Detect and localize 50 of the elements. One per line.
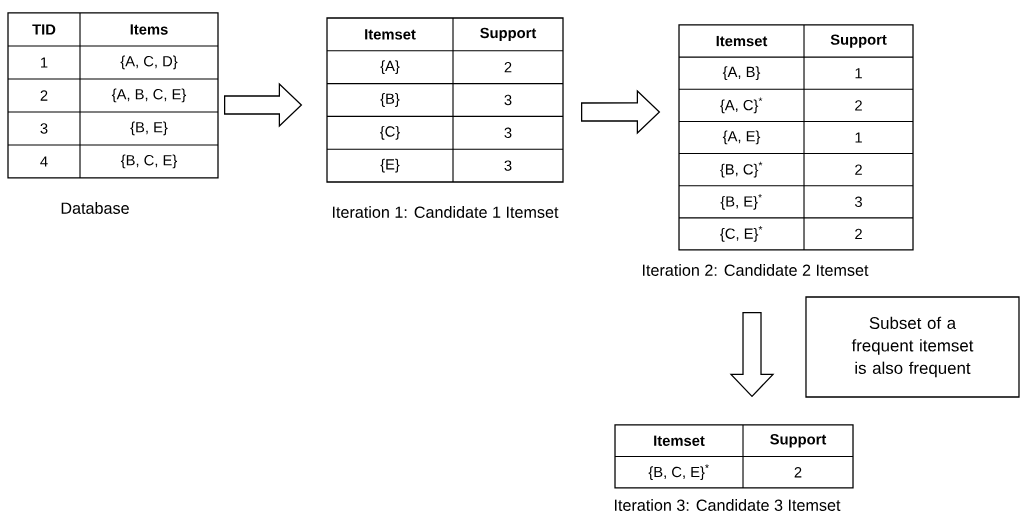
node-label: Iteration 2: Candidate 2 Itemset xyxy=(642,264,869,276)
table-cell: {B} xyxy=(380,93,400,107)
table-cell: 2 xyxy=(794,467,802,478)
node-label: Iteration 3: Candidate 3 Itemset xyxy=(614,499,841,511)
table-cell: {A, E} xyxy=(722,130,761,145)
table-cell: {B, C, E}$^{*}$ xyxy=(648,464,709,481)
table-cell: 3 xyxy=(504,160,512,171)
table-cell: {C, E}$^{*}$ xyxy=(720,226,763,242)
table-cell: {A, C}$^{*}$ xyxy=(720,97,763,114)
table-cell: 1 xyxy=(855,132,862,143)
table-cell: {E} xyxy=(380,158,400,173)
table-cell: 2 xyxy=(855,164,862,175)
table-cell: 3 xyxy=(504,94,512,106)
table-cell: {B, E} xyxy=(130,121,168,136)
table-cell: {A, C, D} xyxy=(120,55,178,70)
table-cell: TID xyxy=(32,24,56,35)
table-cell: 2 xyxy=(855,228,862,240)
table-cell: {A, B, C, E} xyxy=(111,88,187,103)
table-cell: 3 xyxy=(40,123,48,134)
table xyxy=(7,12,219,179)
table-cell: Support xyxy=(830,34,887,48)
block-arrow xyxy=(581,89,661,135)
table-cell: 2 xyxy=(40,90,48,101)
table-cell: Itemset xyxy=(654,435,705,446)
table-cell: 2 xyxy=(855,100,862,111)
table-cell: Itemset xyxy=(365,29,416,40)
table-cell: 1 xyxy=(855,68,862,79)
table-cell: Items xyxy=(130,24,168,35)
table-cell: {B, E}$^{*}$ xyxy=(720,193,762,210)
table-cell: Support xyxy=(480,27,537,42)
table-cell: 4 xyxy=(40,156,48,167)
table xyxy=(326,17,564,183)
table-cell: {A, B} xyxy=(722,66,761,81)
note-box: Subset of a frequent itemset is also frequent xyxy=(805,296,1020,398)
table-cell: 3 xyxy=(504,127,512,139)
table xyxy=(614,424,854,489)
table-cell: {A} xyxy=(380,60,400,75)
block-arrow xyxy=(729,311,775,398)
table-cell: 1 xyxy=(41,57,48,68)
block-arrow xyxy=(224,82,303,128)
node-label: Iteration 1: Candidate 1 Itemset xyxy=(332,206,559,218)
table-cell: 2 xyxy=(504,62,512,73)
table-cell: Itemset xyxy=(716,35,768,47)
table xyxy=(678,24,914,251)
table-cell: Support xyxy=(770,434,827,448)
node-label: Database xyxy=(61,202,129,214)
table-cell: {C} xyxy=(380,125,400,140)
table-cell: {B, C, E} xyxy=(120,154,178,169)
table-cell: {B, C}$^{*}$ xyxy=(720,161,763,178)
table-cell: 3 xyxy=(855,196,862,208)
